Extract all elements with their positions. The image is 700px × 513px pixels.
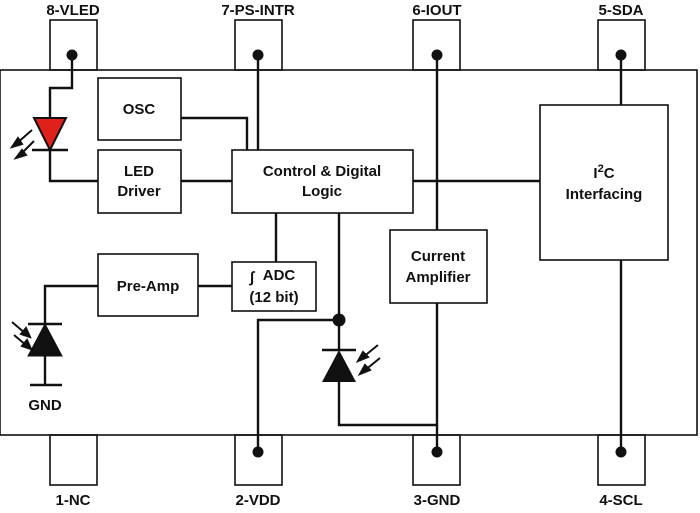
gnd-label: GND xyxy=(28,397,62,414)
wire-vdd xyxy=(256,318,339,452)
control-label-line1: Control & Digital xyxy=(263,163,381,180)
junction-dot xyxy=(332,313,346,327)
control-logic-block xyxy=(231,149,414,214)
pin-dot-5 xyxy=(615,49,627,61)
adc-label-line2: (12 bit) xyxy=(249,289,298,306)
adc-label-line1: ADC xyxy=(263,267,296,284)
adc-symbol: ∫ xyxy=(249,269,256,286)
wire-diode-gnd xyxy=(337,303,439,427)
i2c-suffix: C xyxy=(604,165,615,182)
pin-label-1: 1-NC xyxy=(55,492,90,509)
pin-label-2: 2-VDD xyxy=(235,492,280,509)
osc-label: OSC xyxy=(123,101,156,118)
pin-dot-3 xyxy=(431,446,443,458)
preamp-label: Pre-Amp xyxy=(117,278,180,295)
osc-block xyxy=(97,77,182,141)
pin-dot-6 xyxy=(431,49,443,61)
pin-label-6: 6-IOUT xyxy=(412,2,461,19)
reference-diode-symbol xyxy=(322,344,381,382)
wire-osc-control xyxy=(181,116,249,150)
wire-led-driver xyxy=(48,150,98,183)
chip-body xyxy=(0,69,698,436)
led-symbol xyxy=(9,117,68,160)
reference-diode-arrows-icon xyxy=(355,344,381,376)
pin-dot-8 xyxy=(66,49,78,61)
i2c-prefix: I xyxy=(593,165,597,182)
photodiode-arrows-icon xyxy=(11,321,33,351)
current-amp-label-line2: Amplifier xyxy=(405,269,470,286)
led-triangle xyxy=(32,117,68,153)
pin-label-8: 8-VLED xyxy=(46,2,100,19)
i2c-label-line2: Interfacing xyxy=(566,186,643,203)
i2c-block xyxy=(539,104,669,261)
pin-label-3: 3-GND xyxy=(414,492,461,509)
current-amp-label-line1: Current xyxy=(411,248,465,265)
led-driver-label-line1: LED xyxy=(124,163,154,180)
current-amplifier-block xyxy=(389,229,488,304)
i2c-label-line1: I2C xyxy=(593,163,614,182)
pin-label-4: 4-SCL xyxy=(599,492,642,509)
pin-label-5: 5-SDA xyxy=(598,2,643,19)
pin-dot-4 xyxy=(615,446,627,458)
led-driver-label-line2: Driver xyxy=(117,183,161,200)
pin-dot-2 xyxy=(252,446,264,458)
wire-vled xyxy=(48,55,74,118)
wire-photodiode-preamp xyxy=(43,284,98,324)
photodiode-symbol xyxy=(11,321,63,357)
pin-label-7: 7-PS-INTR xyxy=(221,2,295,19)
control-label-line2: Logic xyxy=(302,183,342,200)
pin-box-8 xyxy=(49,19,98,71)
led-driver-block xyxy=(97,149,182,214)
led-emission-arrows-icon xyxy=(9,129,35,160)
i2c-superscript: 2 xyxy=(598,163,604,175)
pin-dot-7 xyxy=(252,49,264,61)
pin-box-1 xyxy=(49,434,98,486)
